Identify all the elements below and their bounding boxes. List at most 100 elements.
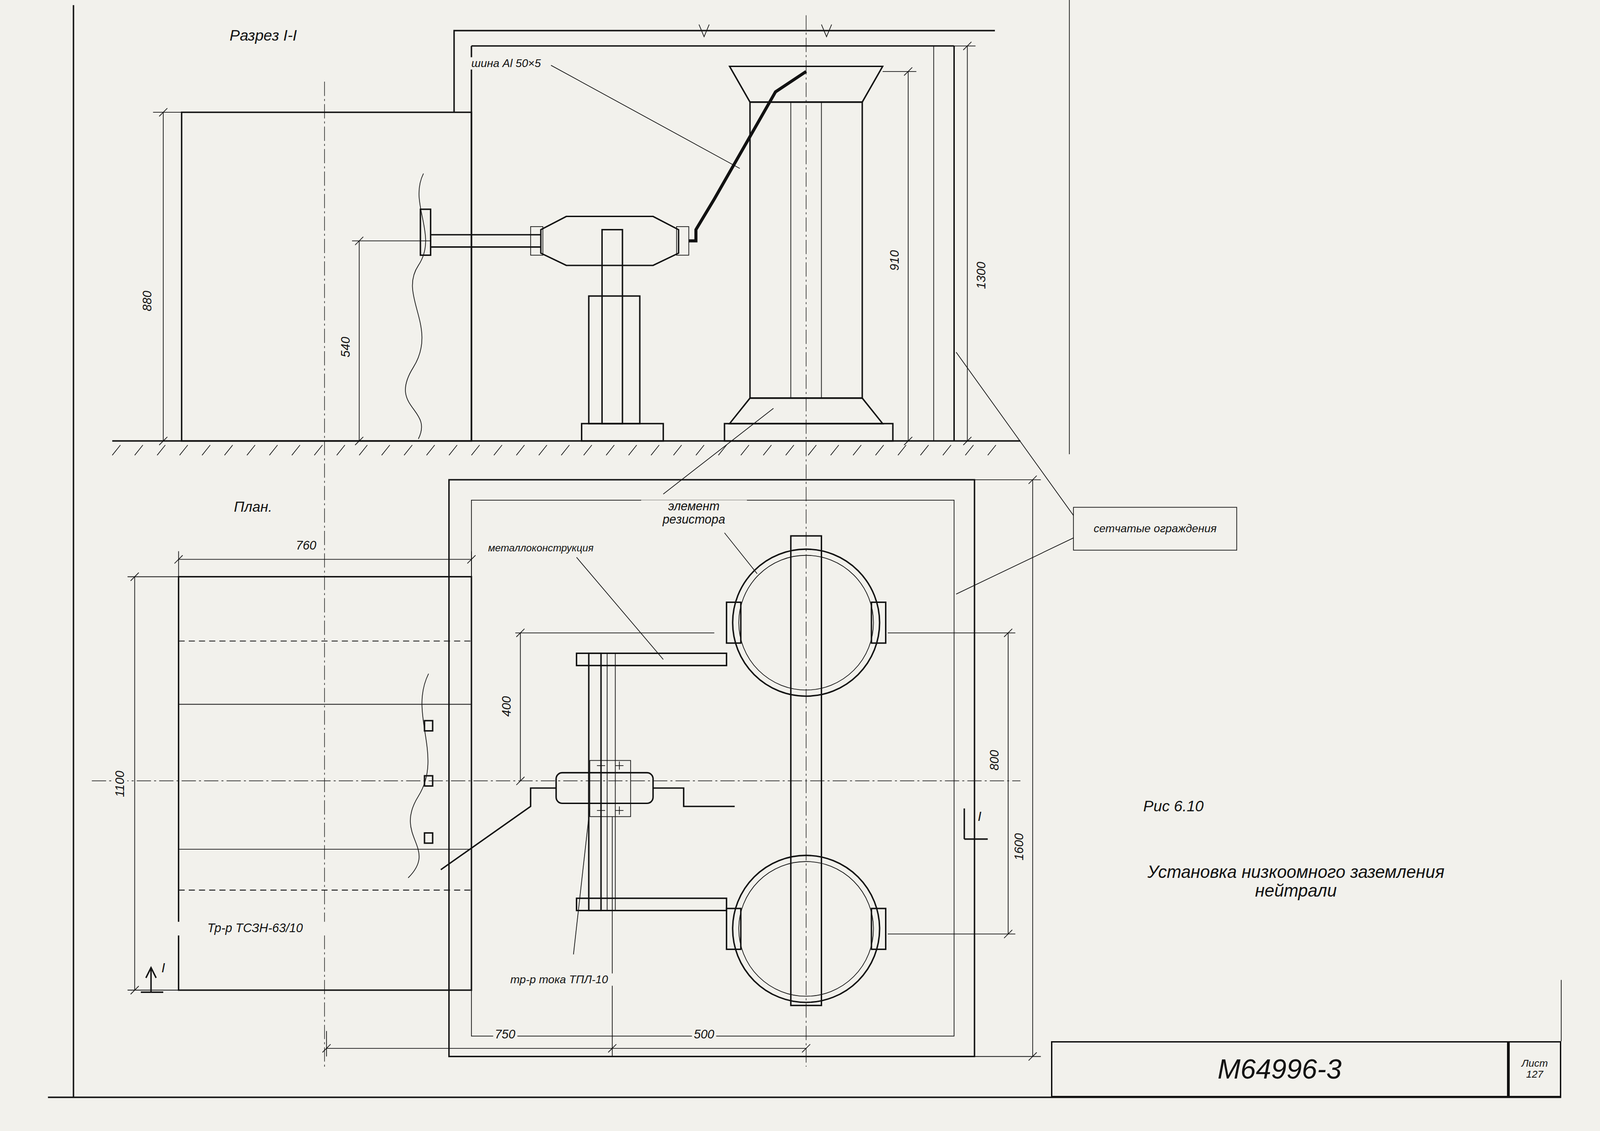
- sheet-number-cell: Лист127: [1508, 1040, 1562, 1098]
- extension-line: [471, 551, 472, 577]
- dimension-line: [178, 559, 472, 560]
- dimension-tick: [159, 436, 168, 446]
- mesh-fence: [470, 46, 472, 441]
- extension-line: [352, 240, 431, 242]
- leader-line: [576, 557, 663, 660]
- resistor-flare: [729, 398, 883, 424]
- dimension-tick: [355, 436, 364, 446]
- frame-line: [72, 5, 75, 1098]
- ground-hatch: [179, 445, 188, 456]
- transformer-terminal: [424, 832, 433, 843]
- dimension-line: [1032, 479, 1034, 1057]
- resistor-element: [732, 548, 880, 696]
- ground-hatch: [157, 445, 166, 456]
- extension-line: [515, 632, 715, 634]
- extension-line: [887, 632, 1016, 634]
- callout-label: металлоконструкция: [486, 542, 596, 554]
- base-plate: [581, 423, 664, 441]
- clamp: [871, 602, 886, 644]
- title-block-cell: M64996-3: [1051, 1040, 1509, 1098]
- cutaway-line: [405, 173, 426, 440]
- ground-hatch: [516, 445, 525, 456]
- mesh-fence: [454, 30, 995, 113]
- ground-hatch: [965, 445, 974, 456]
- ground-hatch: [807, 445, 817, 456]
- resistor-element: [738, 555, 874, 690]
- ground-hatch: [628, 445, 637, 456]
- dimension: 760: [294, 539, 319, 554]
- ground-hatch: [740, 445, 750, 456]
- ground-hatch: [651, 445, 660, 456]
- metal-frame: [588, 652, 601, 911]
- ground-hatch: [583, 445, 592, 456]
- ground-hatch: [291, 445, 301, 456]
- clamp: [726, 602, 741, 644]
- dimension: 400: [500, 693, 514, 719]
- clamp: [871, 908, 886, 950]
- ground-hatch: [426, 445, 435, 456]
- center-line: [805, 15, 807, 1067]
- dimension-tick: [159, 108, 168, 117]
- ground-hatch: [942, 445, 952, 456]
- dimension-tick: [355, 236, 364, 245]
- ground-hatch: [897, 445, 907, 456]
- dimension-tick: [904, 436, 913, 446]
- support-post: [588, 295, 640, 424]
- view-title: План.: [232, 499, 275, 515]
- dimension-tick: [130, 985, 139, 995]
- callout-label: сетчатые ограждения: [1076, 522, 1234, 535]
- frame-line: [1560, 979, 1562, 1041]
- ground-hatch: [920, 445, 929, 456]
- resistor-strip: [790, 102, 792, 399]
- dimension: 750: [492, 1027, 518, 1042]
- transformer-terminal: [424, 720, 433, 731]
- current-transformer: [540, 216, 679, 266]
- dimension-line: [358, 240, 360, 441]
- dimension-tick: [1004, 929, 1013, 938]
- section-mark: [140, 991, 164, 993]
- ground-hatch: [853, 445, 862, 456]
- extension-line: [326, 1030, 327, 1057]
- mesh-fence: [471, 45, 955, 47]
- insulator: [676, 226, 689, 256]
- sheet-text: Лист: [1521, 1057, 1549, 1070]
- dimension: 800: [988, 748, 1002, 773]
- dimension-tick: [130, 572, 139, 581]
- ground-hatch: [134, 445, 143, 456]
- ground-hatch: [269, 445, 278, 456]
- ground-hatch: [381, 445, 390, 456]
- resistor-element: [732, 855, 880, 1003]
- dimension-line: [967, 46, 969, 441]
- center-line: [324, 81, 325, 1067]
- ground-hatch: [314, 445, 323, 456]
- extension-line: [953, 45, 976, 47]
- ground-hatch: [201, 445, 211, 456]
- dimension-line: [134, 576, 136, 990]
- resistor-strip: [821, 102, 823, 399]
- metal-frame: [576, 898, 727, 911]
- dimension-tick: [802, 1044, 811, 1053]
- extension-line: [611, 816, 613, 1057]
- dimension: 1300: [974, 259, 989, 291]
- dimension: 1100: [113, 768, 128, 799]
- clamp: [726, 908, 741, 950]
- ground-hatch: [449, 445, 458, 456]
- dimension-tick: [516, 628, 525, 637]
- caption: Установка низкоомного заземления нейтрал…: [1140, 862, 1451, 901]
- callout-label: элемент резистора: [641, 499, 747, 527]
- ground-hatch: [112, 445, 121, 456]
- dimension-tick: [1028, 475, 1037, 484]
- dimension-tick: [904, 67, 913, 76]
- dimension-line: [1007, 632, 1009, 934]
- ground-hatch: [403, 445, 413, 456]
- bus-bar: [430, 233, 541, 236]
- dimension-tick: [963, 436, 972, 446]
- ground-hatch: [561, 445, 570, 456]
- transformer-housing: [181, 112, 472, 441]
- dimension-line: [162, 112, 164, 441]
- connection-bus: [652, 787, 735, 807]
- dimension-tick: [1004, 628, 1013, 637]
- ground-hatch: [336, 445, 346, 456]
